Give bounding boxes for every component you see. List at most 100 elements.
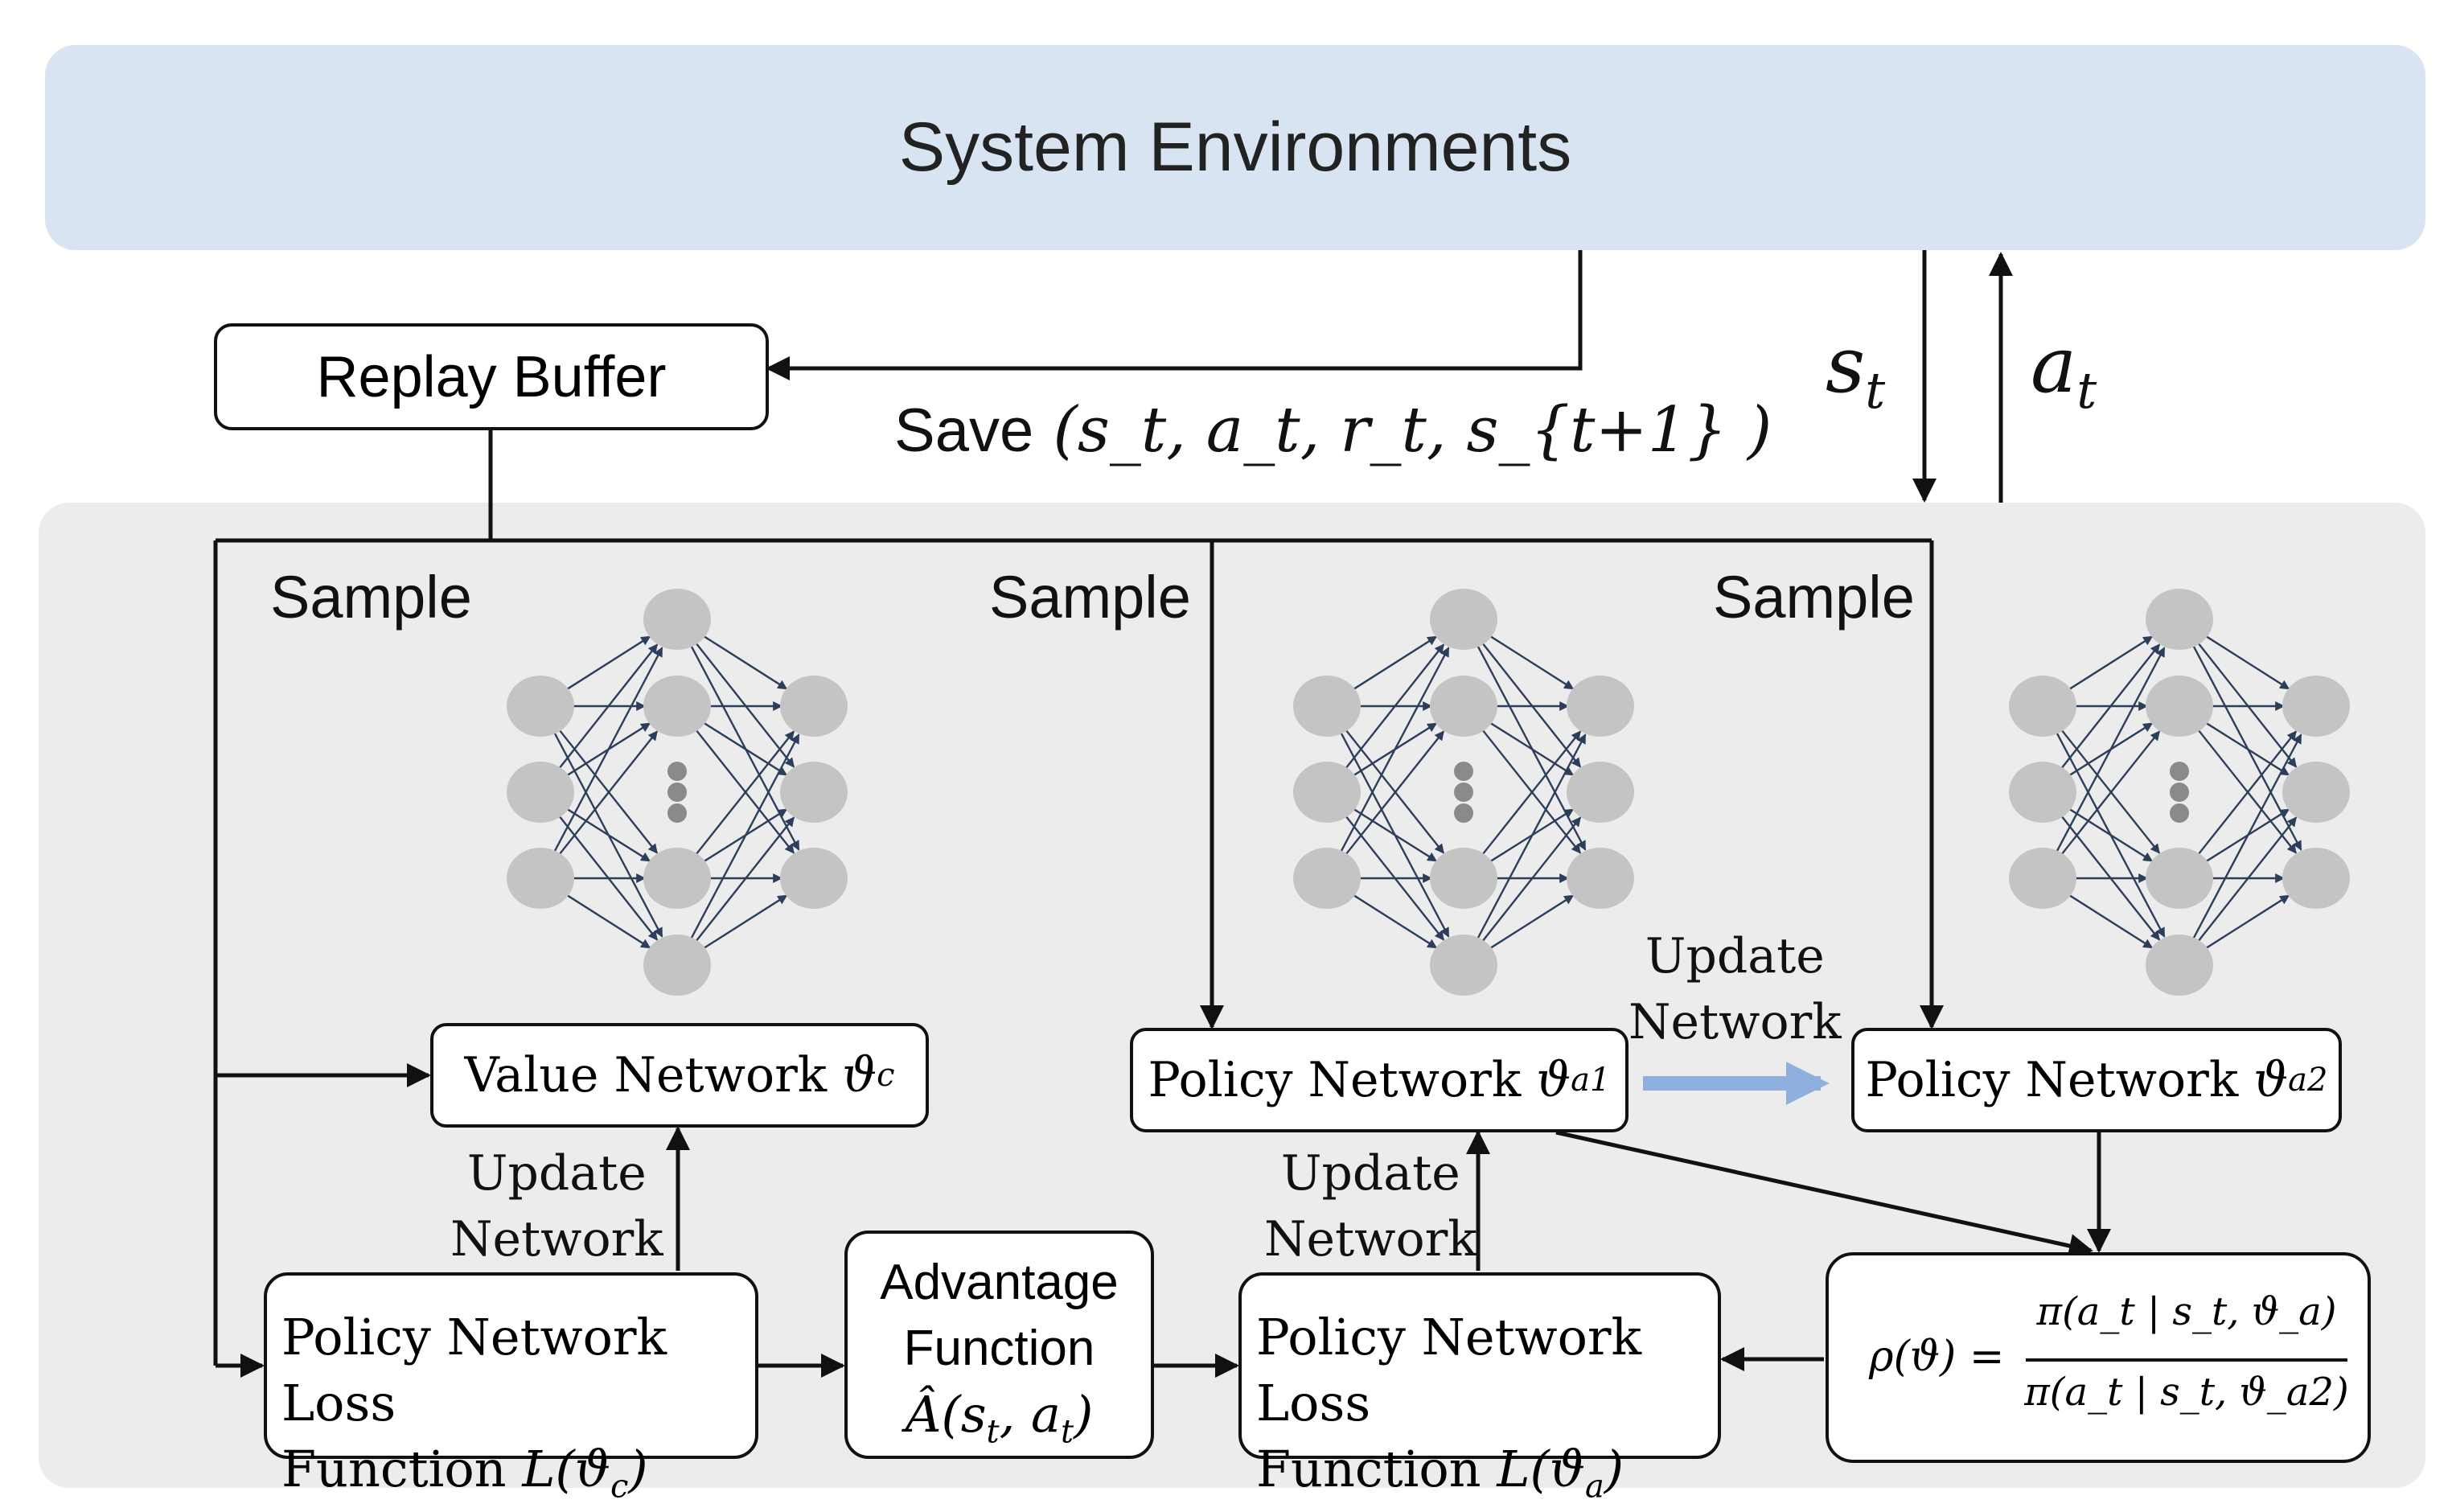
value-loss-line2: Loss Function L(ϑc) [281, 1374, 648, 1506]
network-edge [2066, 807, 2154, 862]
value-network-label: Value Network [464, 1047, 828, 1103]
network-node [643, 848, 711, 909]
network-edge [689, 733, 800, 940]
advantage-line2: Function [903, 1321, 1095, 1376]
network-node [2146, 935, 2213, 996]
save-label: Save [894, 396, 1034, 465]
network-edge [1481, 641, 1582, 768]
policy-network-a2-graphic [2009, 589, 2350, 996]
network-edge [1350, 807, 1438, 862]
save-arrow [766, 250, 1583, 380]
network-node [780, 676, 848, 737]
network-node [2282, 762, 2350, 823]
save-tuple: (s_t, a_t, r_t, s_{t+1} ) [1053, 394, 1772, 466]
network-node [1567, 762, 1634, 823]
ratio-box: ρ(ϑ) = π(a_t | s_t, ϑ_a) π(a_t | s_t, ϑ_… [1826, 1252, 2371, 1463]
network-edge [1476, 733, 1587, 940]
network-edge [552, 647, 663, 853]
network-edge [1344, 730, 1445, 857]
agent-panel [39, 503, 2425, 1488]
state-symbol: st [1826, 320, 1886, 421]
network-edge [564, 635, 651, 692]
network-edge [1339, 647, 1450, 853]
network-node [2282, 676, 2350, 737]
network-edge [700, 721, 788, 776]
ellipsis-dot [2170, 762, 2189, 781]
network-edge [700, 894, 788, 951]
advantage-box: Advantage Function Â(st, at) [844, 1231, 1154, 1459]
policy-network-a1-label: Policy Network [1148, 1052, 1522, 1108]
network-edge [2203, 721, 2290, 776]
network-node [2146, 676, 2213, 737]
environment-band [45, 45, 2425, 250]
network-edge [557, 643, 659, 770]
network-node [1293, 848, 1361, 909]
network-edge [557, 730, 659, 857]
network-edge [1350, 893, 1438, 949]
ellipsis-dot [667, 762, 687, 781]
policy-loss-box: Policy Network Loss Function L(ϑa) [1238, 1272, 1721, 1505]
network-edge [1481, 728, 1582, 854]
network-node [2282, 848, 2350, 909]
network-node [2146, 848, 2213, 909]
action-symbol: at [2031, 320, 2097, 421]
network-edge [694, 816, 795, 943]
network-edge [1481, 730, 1582, 857]
ratio-denominator: π(a_t | s_t, ϑ_a2) [2024, 1370, 2349, 1415]
ellipsis-dot [667, 803, 687, 823]
policy-loss-line2: Loss Function L(ϑa) [1256, 1374, 1624, 1506]
update-label-copy: Update Network [1629, 928, 1842, 1050]
network-edge [1487, 634, 1575, 690]
network-edge [700, 634, 788, 690]
policy-network-a1-graphic [1293, 589, 1634, 996]
network-node [1567, 676, 1634, 737]
replay-buffer-box: Replay Buffer [214, 323, 769, 430]
value-loss-box: Policy Network Loss Function L(ϑc) [264, 1272, 758, 1505]
update-label-policy1: Update Network [1264, 1145, 1477, 1268]
ellipsis-dot [1454, 762, 1473, 781]
network-edge [1487, 894, 1575, 951]
policy1-to-ratio-arrow [1555, 1130, 2093, 1258]
ratio-fraction-bar [2026, 1358, 2347, 1362]
network-edge [1487, 808, 1575, 864]
network-edge [700, 808, 788, 864]
value-loss-line1: Policy Network [281, 1308, 667, 1366]
ellipsis-dot [2170, 803, 2189, 823]
network-edge [694, 728, 795, 854]
policy-network-a2-label: Policy Network [1865, 1052, 2239, 1108]
network-edge [2060, 643, 2161, 770]
network-edge [2196, 641, 2298, 768]
advantage-line1: Advantage [880, 1255, 1119, 1310]
network-edge [2203, 634, 2290, 690]
network-edge [2203, 808, 2290, 864]
network-node [2009, 848, 2076, 909]
ellipsis-dot [1454, 783, 1473, 802]
ratio-numerator: π(a_t | s_t, ϑ_a) [2036, 1289, 2337, 1334]
network-edge [2191, 733, 2302, 940]
network-edge [1344, 643, 1445, 770]
network-node [1430, 848, 1497, 909]
ellipsis-dot [667, 783, 687, 802]
environment-title: System Environments [898, 109, 1572, 186]
network-edge [2196, 816, 2298, 943]
network-node [1293, 762, 1361, 823]
network-node [507, 762, 574, 823]
sample-label-policy2: Sample [1713, 564, 1915, 631]
network-edge [694, 730, 795, 857]
network-edge [1350, 635, 1438, 692]
network-node [780, 848, 848, 909]
network-node [507, 848, 574, 909]
network-node [643, 676, 711, 737]
value-network-graphic [507, 589, 848, 996]
sample-label-policy1: Sample [989, 564, 1191, 631]
ratio-lhs: ρ(ϑ) = [1869, 1333, 2005, 1381]
network-edge [564, 893, 651, 949]
ellipsis-dot [2170, 783, 2189, 802]
network-node [2009, 676, 2076, 737]
network-node [1567, 848, 1634, 909]
